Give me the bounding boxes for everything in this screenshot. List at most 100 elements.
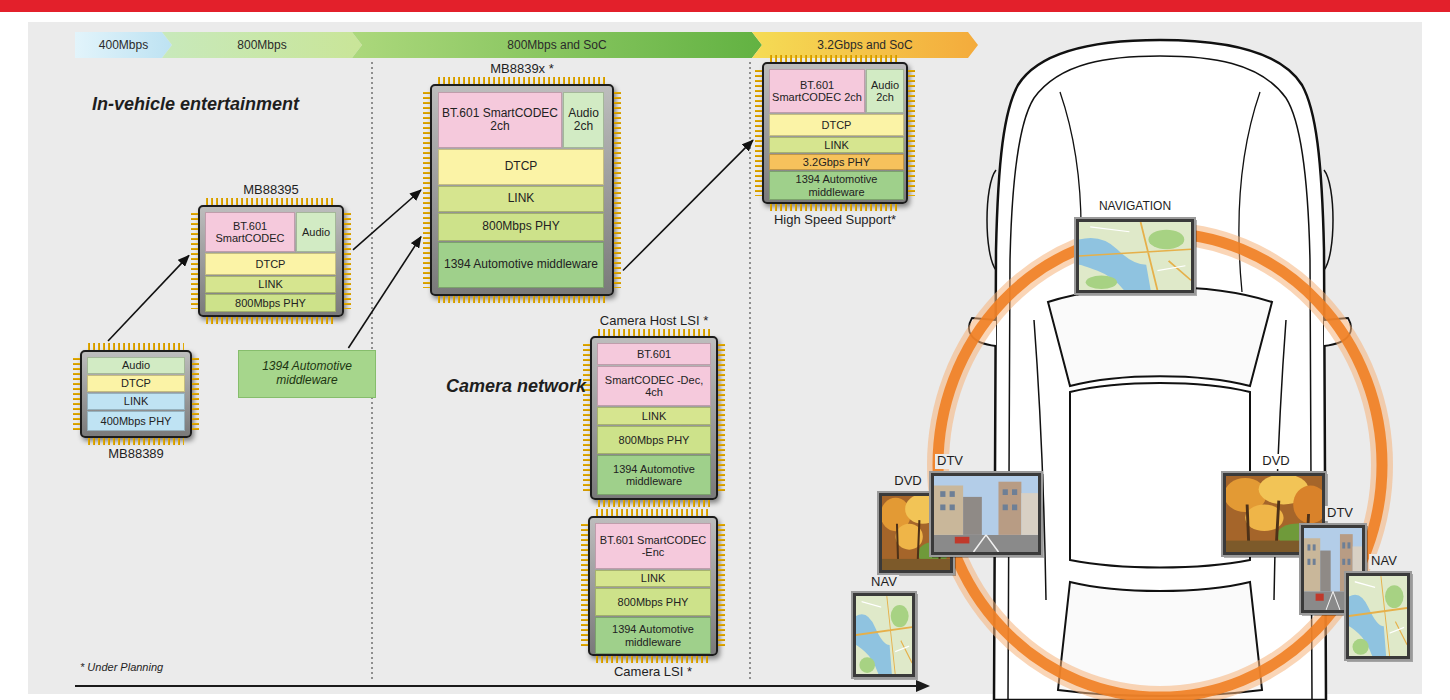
chip-layer: 3.2Gbps PHY [769,154,904,170]
band-chevron [352,32,762,58]
layer-label: DTCP [822,119,852,131]
chip-layer: DTCP [87,375,185,392]
screen-left-nav-part [856,596,912,674]
chip-package: Camera Host LSI *BT.601SmartCODEC -Dec, … [590,336,718,500]
chip-pins [423,92,430,288]
screen-left-dtv-part [932,474,1044,558]
chip-pins [718,524,725,648]
chip-layer: BT.601 SmartCODEC 2ch [438,92,562,148]
screen-left-nav [852,592,918,680]
chip-package: MB88395BT.601 SmartCODECAudioDTCPLINK800… [198,205,344,317]
speed-band: 800Mbps [162,32,362,58]
chip-pins [88,438,184,445]
chip-package: High Speed Support*BT.601 SmartCODEC 2ch… [762,62,908,204]
screen-label: NAV [869,575,899,590]
chip-layer: 800Mbps PHY [597,426,711,454]
chip-name: MB88395 [243,182,299,197]
layer-label: LINK [642,410,666,422]
chip-pins [344,213,351,309]
car-illustration-part [994,40,1326,700]
chip-pins [206,317,336,324]
chip-package: MB88389AudioDTCPLINK400Mbps PHY [80,350,192,438]
layer-label: Audio 2ch [566,107,601,133]
connector-arrow [348,237,421,348]
dotted-divider [750,62,751,680]
car-illustration-part [969,318,1351,346]
network-ring-part [938,233,1382,697]
band-chevron [162,32,362,58]
layer-label: BT.601 SmartCODEC 2ch [772,79,862,103]
network-ring [938,233,1382,697]
layer-label: SmartCODEC -Dec, 4ch [600,374,708,398]
screen-navigation-part [1075,218,1195,294]
layer-label: LINK [824,139,848,151]
chip-layer: LINK [438,186,604,212]
screen-label: DVD [1260,454,1291,469]
layer-label: 1394 Automotive middleware [444,258,598,271]
layer-label: 1394 Automotive middleware [772,173,901,197]
chip-layer: 1394 Automotive middleware [438,242,604,288]
screen-label: NAVIGATION [1097,200,1173,214]
speed-band: 800Mbps and SoC [352,32,762,58]
layer-label: 1394 Automotive middleware [598,623,708,647]
band-label: 800Mbps [237,38,286,52]
screen-navigation-part [1077,220,1197,296]
chip-name: MB8839x * [490,61,554,76]
chip-pins [73,358,80,430]
screen-label: DTV [935,454,965,469]
middleware-box: 1394 Automotive middleware [238,350,376,398]
screen-navigation [1075,218,1197,296]
chip-pins [770,55,900,62]
screen-left-dtv [930,472,1044,558]
connector-arrow [353,190,421,250]
chip-package: MB8839x *BT.601 SmartCODEC 2chAudio 2chD… [430,84,614,296]
layer-label: 400Mbps PHY [101,415,172,427]
chip-layer: 1394 Automotive middleware [769,171,904,200]
screen-left-nav-part [852,592,916,678]
layer-label: LINK [124,395,148,407]
chip-layer: BT.601 [597,343,711,365]
chip-pins [614,92,621,288]
chip-layer: LINK [595,570,711,587]
car-illustration-part [1008,56,1312,700]
chip-layer: Audio [296,212,336,252]
layer-label: Audio 2ch [869,79,901,103]
layer-label: LINK [508,192,535,205]
speed-band: 400Mbps [75,32,172,58]
chip-pins [598,329,710,336]
chip-pins [770,204,900,211]
chip-pins [191,213,198,309]
chip-layer: SmartCODEC -Dec, 4ch [597,366,711,406]
top-red-bar [0,0,1450,12]
chip-pins [581,524,588,648]
chip-pins [192,358,199,430]
chip-layer: 800Mbps PHY [438,213,604,241]
chip-name: High Speed Support* [774,212,896,227]
chip-name: MB88389 [108,446,164,461]
footnote: * Under Planning [80,661,163,674]
chip-pins [908,70,915,196]
layer-label: Audio [122,359,150,371]
screen-right-nav-part [1347,574,1413,662]
layer-label: LINK [258,278,282,290]
screen-label: NAV [1369,554,1399,569]
car-illustration [969,40,1351,700]
layer-label: Audio [302,226,330,238]
chip-layer: DTCP [205,253,336,275]
chip-layer: BT.601 SmartCODEC [205,212,295,252]
layer-label: 800Mbps PHY [619,434,690,446]
chip-layer: 800Mbps PHY [205,294,336,312]
chip-layer: LINK [769,137,904,153]
layer-label: BT.601 SmartCODEC 2ch [441,107,559,133]
layer-label: 3.2Gbps PHY [803,156,870,168]
connector-arrow [623,140,753,270]
car-illustration-part [1060,92,1260,292]
section-title: In-vehicle entertainment [92,94,299,115]
screen-left-dtv-part [934,476,1038,552]
chip-layer: 1394 Automotive middleware [595,617,711,654]
chip-pins [596,509,710,516]
chip-pins [438,77,606,84]
band-chevron [75,32,172,58]
band-label: 800Mbps and SoC [507,38,606,52]
layer-label: 800Mbps PHY [235,297,306,309]
